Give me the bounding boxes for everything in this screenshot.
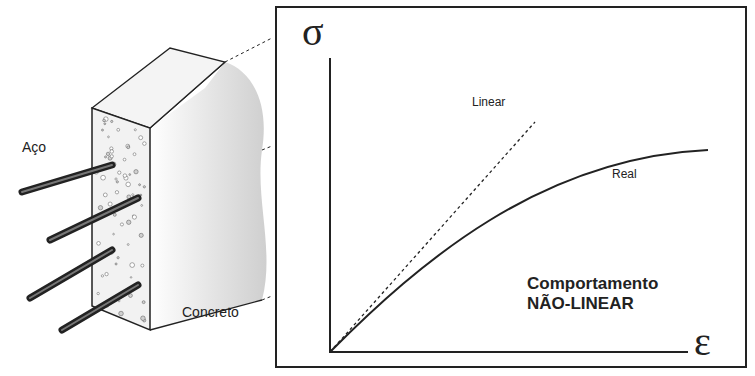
stress-strain-graph — [329, 58, 708, 353]
sigma-axis — [329, 58, 331, 353]
axis-label: σ — [302, 10, 324, 54]
aggregate-texture — [94, 117, 146, 322]
part-label: Aço — [22, 140, 46, 155]
part-label: Concreto — [182, 305, 239, 320]
graph-panel: Comportamento NÃO-LINEAR — [275, 6, 747, 368]
graph-caption: Comportamento NÃO-LINEAR — [527, 274, 702, 313]
steel-bars — [22, 165, 138, 330]
axis-label: ε — [694, 320, 711, 364]
real-curve — [330, 150, 708, 352]
epsilon-axis — [329, 351, 688, 353]
curve-label: Real — [612, 168, 637, 181]
curve-label: Linear — [472, 96, 505, 109]
linear-line — [330, 122, 535, 352]
